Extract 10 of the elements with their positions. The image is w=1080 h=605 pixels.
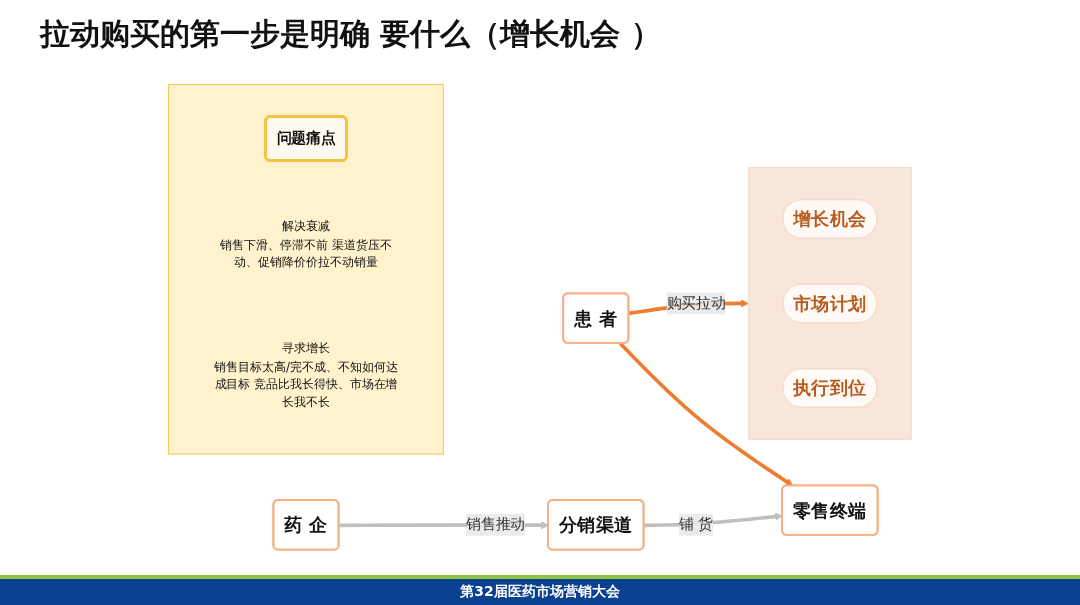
- edge-label: 销售推动: [466, 515, 526, 534]
- edge-label: 购买拉动: [666, 294, 726, 312]
- node-text: 寻求增长 销售目标太高/完不成、不知如何达成目标 竞品比我长得快、市场在增长我不长: [214, 341, 398, 409]
- slide-title: 拉动购买的第一步是明确 要什么（增长机会 ）: [40, 15, 662, 53]
- arrow: [619, 342, 794, 487]
- cluster: [168, 83, 444, 455]
- edge-label: 铺 货: [678, 515, 713, 534]
- footer-caption: 第32届医药市场营销大会: [0, 575, 1080, 605]
- node-text: 解决衰减 销售下滑、停滞不前 渠道货压不动、促销降价价拉不动销量: [220, 219, 392, 269]
- cluster: [747, 167, 912, 440]
